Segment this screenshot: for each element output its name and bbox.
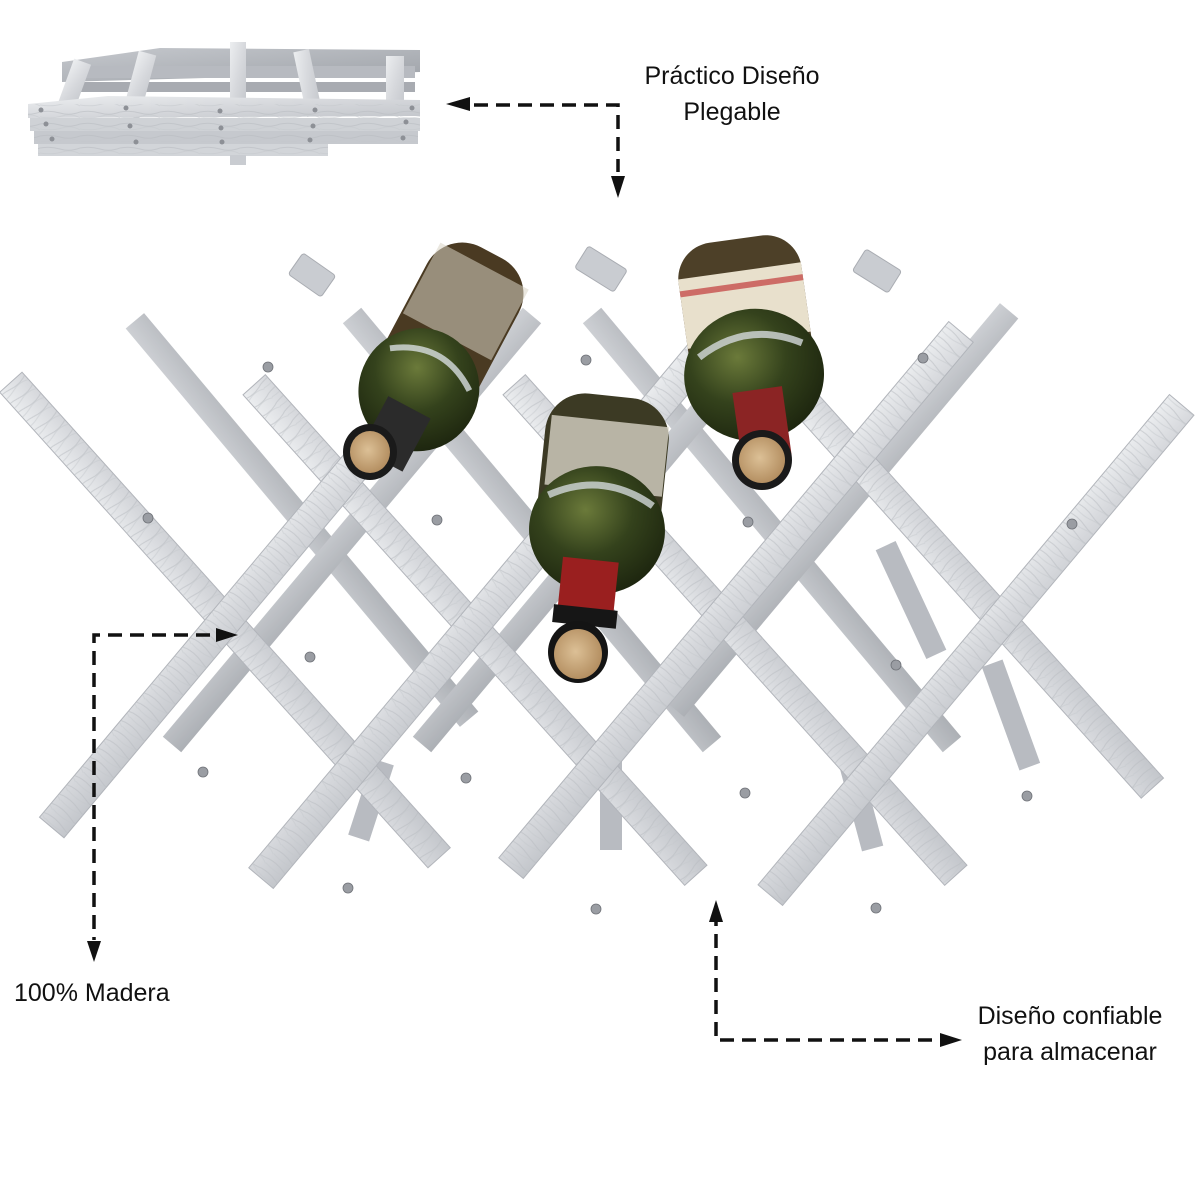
storage-arrow-line [714, 912, 940, 1042]
storage-design-line1: Diseño confiable [977, 1002, 1163, 1030]
arrow-down-icon [87, 941, 101, 962]
annotation-arrows [92, 103, 940, 1042]
arrow-down-icon [611, 176, 625, 198]
arrow-right-icon [216, 628, 238, 642]
material-label: 100% Madera [14, 975, 170, 1011]
folding-design-line1: Práctico Diseño [644, 62, 820, 90]
wine-bottle-center [529, 393, 670, 683]
wine-bottle-top-right [678, 235, 825, 490]
arrow-right-icon [940, 1033, 962, 1047]
wood-arrow-line [92, 633, 232, 940]
folding-design-line2: Plegable [683, 98, 781, 126]
arrowheads [87, 97, 962, 1047]
folded-rack-image [28, 42, 420, 165]
storage-design-label: Diseño confiable para almacenar [950, 998, 1190, 1070]
wine-bottle-top-left [343, 242, 529, 480]
material-text: 100% Madera [14, 979, 170, 1007]
arrow-left-icon [446, 97, 470, 111]
arrow-up-icon [709, 900, 723, 922]
folding-design-label: Práctico Diseño Plegable [612, 58, 852, 130]
storage-design-line2: para almacenar [983, 1038, 1157, 1066]
folding-arrow-line [474, 103, 620, 172]
